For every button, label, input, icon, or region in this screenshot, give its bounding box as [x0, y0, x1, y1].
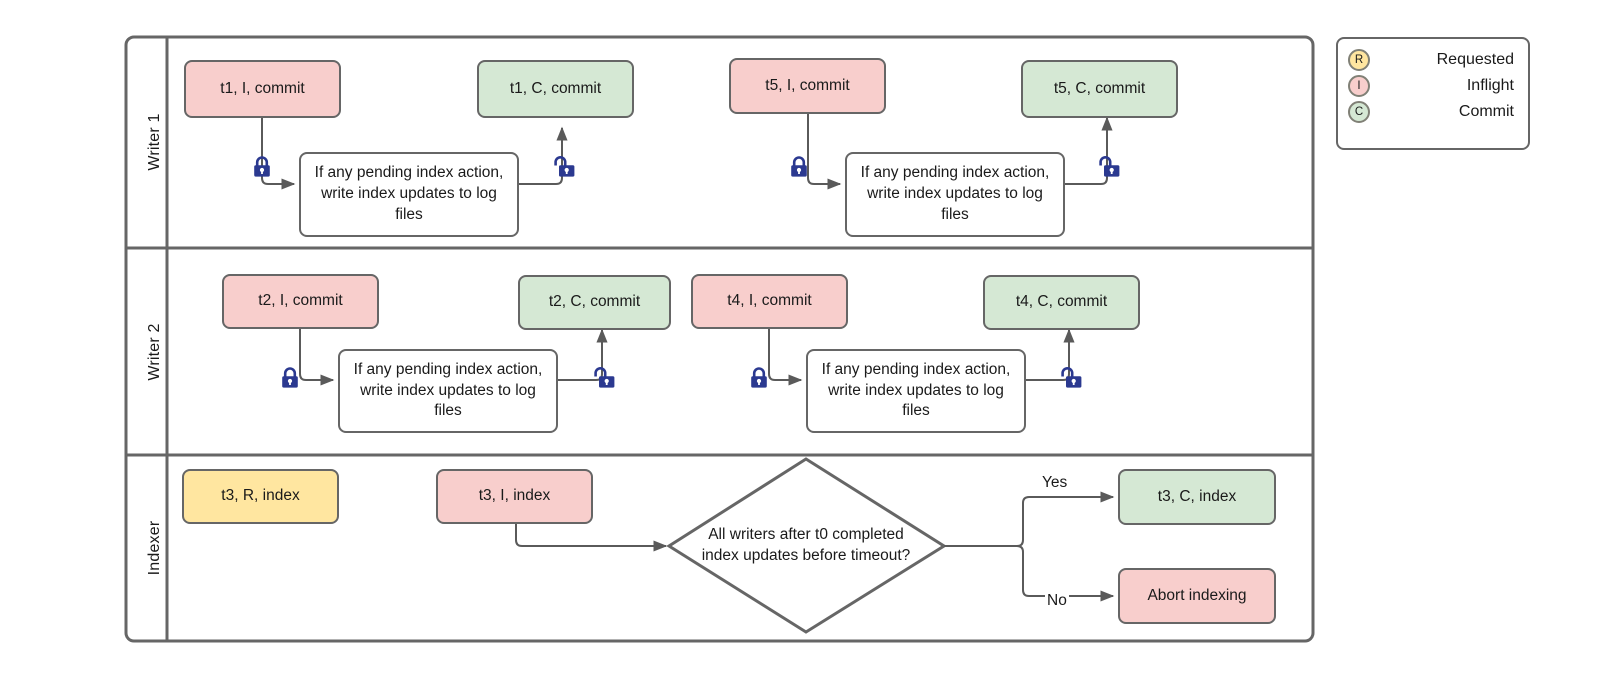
legend-label-commit: Commit — [1458, 103, 1514, 120]
node-t3-inflight[interactable]: t3, I, index — [436, 469, 593, 524]
legend-item-commit: C Commit — [1348, 99, 1516, 125]
node-t2-commit[interactable]: t2, C, commit — [518, 275, 671, 330]
edge-label-yes: Yes — [1040, 474, 1070, 492]
requested-badge-icon: R — [1348, 49, 1370, 71]
node-t1-commit[interactable]: t1, C, commit — [477, 60, 634, 118]
node-abort-indexing[interactable]: Abort indexing — [1118, 568, 1276, 624]
lock-closed-icon — [282, 367, 298, 388]
lock-open-icon — [594, 367, 615, 388]
lock-closed-icon — [254, 156, 270, 177]
node-w1-process-right[interactable]: If any pending index action, write index… — [845, 152, 1065, 237]
node-t5-inflight[interactable]: t5, I, commit — [729, 58, 886, 114]
node-w1-process-left[interactable]: If any pending index action, write index… — [299, 152, 519, 237]
lock-closed-icon — [791, 156, 807, 177]
decision-label: All writers after t0 completed index upd… — [701, 526, 911, 564]
node-t4-inflight[interactable]: t4, I, commit — [691, 274, 848, 329]
w2-right-down-arrow — [768, 329, 803, 386]
commit-badge-icon: C — [1348, 101, 1370, 123]
lock-open-icon — [1061, 367, 1082, 388]
lock-open-icon — [1099, 156, 1120, 177]
node-w2-process-right[interactable]: If any pending index action, write index… — [806, 349, 1026, 433]
yes-branch-arrow — [1016, 491, 1115, 547]
no-branch-arrow — [1016, 545, 1115, 602]
legend-label-requested: Requested — [1436, 51, 1514, 68]
inflight-badge-icon: I — [1348, 75, 1370, 97]
node-t4-commit[interactable]: t4, C, commit — [983, 275, 1140, 330]
node-t1-inflight[interactable]: t1, I, commit — [184, 60, 341, 118]
legend-panel: R Requested I Inflight C Commit — [1336, 37, 1530, 150]
indexer-to-decision-arrow — [515, 524, 668, 552]
node-t5-commit[interactable]: t5, C, commit — [1021, 60, 1178, 118]
lock-closed-icon — [751, 367, 767, 388]
node-t3-requested[interactable]: t3, R, index — [182, 469, 339, 524]
w2-left-down-arrow — [299, 329, 335, 386]
node-w2-process-left[interactable]: If any pending index action, write index… — [338, 349, 558, 433]
legend-item-inflight: I Inflight — [1348, 73, 1516, 99]
w1-right-down-arrow — [807, 112, 842, 190]
node-t2-inflight[interactable]: t2, I, commit — [222, 274, 379, 329]
node-t3-commit[interactable]: t3, C, index — [1118, 469, 1276, 525]
edge-label-no: No — [1045, 592, 1069, 610]
lock-open-icon — [554, 156, 575, 177]
legend-label-inflight: Inflight — [1466, 77, 1514, 94]
lane-label-writer-1: Writer 1 — [146, 113, 163, 171]
lane-label-indexer: Indexer — [146, 520, 163, 576]
legend-item-requested: R Requested — [1348, 47, 1516, 73]
lane-label-writer-2: Writer 2 — [146, 323, 163, 381]
